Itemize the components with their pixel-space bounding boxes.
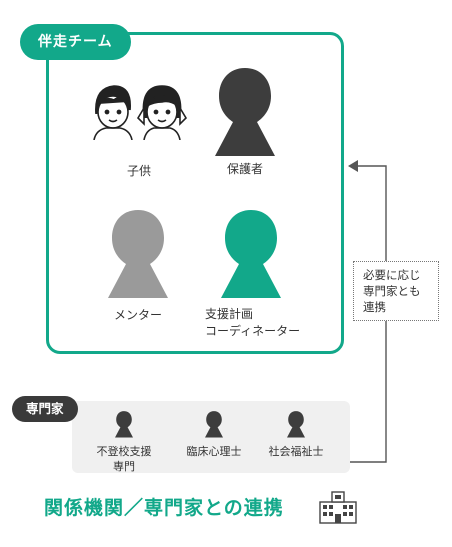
- expert-truancy-support: 不登校支援 専門: [86, 407, 162, 474]
- member-child: 子供: [84, 74, 194, 179]
- guardian-person-icon: [215, 68, 275, 156]
- collaboration-note: 必要に応じ 専門家とも 連携: [353, 261, 439, 321]
- social-worker-label: 社会福祉士: [268, 445, 324, 458]
- expert-psychologist: 臨床心理士: [176, 407, 252, 459]
- truancy-label-line1: 不登校支援: [96, 445, 152, 458]
- coordinator-label-line2: コーディネーター: [205, 324, 301, 338]
- child-label: 子供: [126, 164, 151, 178]
- mentor-label: メンター: [113, 308, 162, 322]
- support-team-box: [46, 32, 344, 354]
- social-worker-person-icon: [287, 411, 305, 438]
- coordinator-person-icon: [221, 210, 281, 298]
- truancy-label-line2: 専門: [113, 460, 135, 473]
- guardian-label: 保護者: [226, 162, 263, 176]
- expert-social-worker: 社会福祉士: [258, 407, 334, 459]
- truancy-expert-person-icon: [115, 411, 133, 438]
- note-line3: 連携: [363, 300, 386, 314]
- member-coordinator: 支援計画 コーディネーター: [205, 208, 315, 340]
- note-line1: 必要に応じ: [363, 268, 421, 282]
- experts-badge: 専門家: [12, 396, 78, 422]
- mentor-person-icon: [108, 210, 168, 298]
- team-badge: 伴走チーム: [20, 24, 131, 60]
- psychologist-label: 臨床心理士: [186, 445, 242, 458]
- children-icon: [93, 85, 188, 140]
- psychologist-person-icon: [205, 411, 223, 438]
- footer-title: 関係機関／専門家との連携: [44, 497, 284, 519]
- member-guardian: 保護者: [205, 66, 285, 177]
- building-icon: [319, 491, 357, 524]
- note-line2: 専門家とも: [363, 284, 421, 298]
- member-mentor: メンター: [98, 208, 178, 323]
- coordinator-label-line1: 支援計画: [205, 307, 254, 321]
